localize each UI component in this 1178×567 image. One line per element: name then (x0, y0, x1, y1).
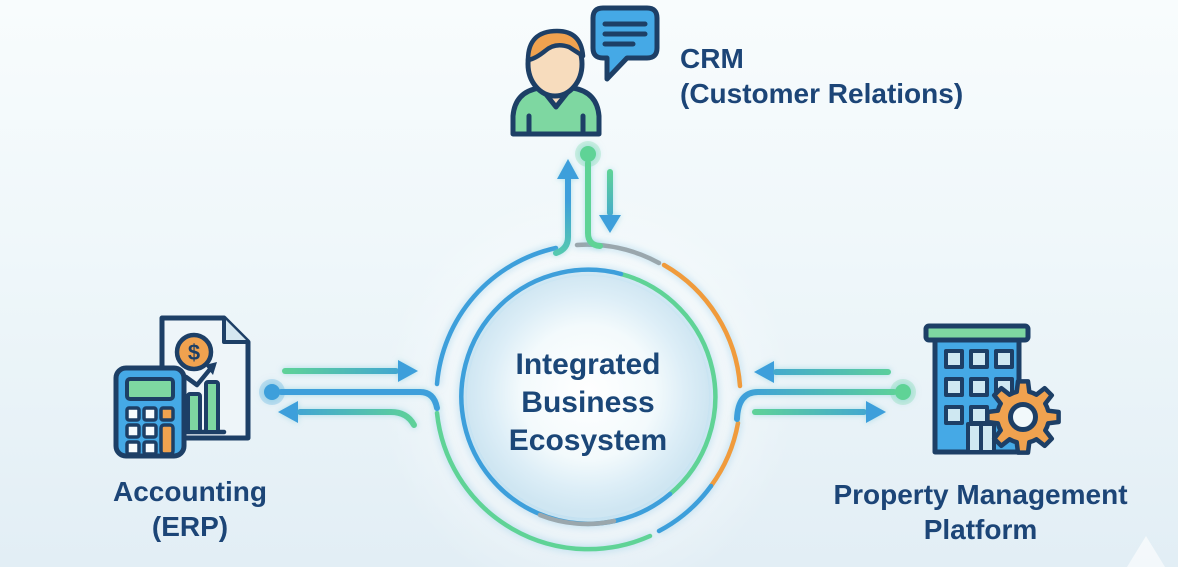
ring-segment-green (618, 271, 718, 497)
arrow-left-head (754, 361, 774, 383)
building-gear-icon (923, 323, 1061, 455)
shirt-creases (526, 113, 586, 134)
ring-segment-blue (656, 483, 714, 534)
arrow-down-head (599, 215, 621, 233)
ring-segment-gray (537, 512, 617, 527)
bar-chart-bars (168, 380, 220, 434)
arrow-right-head (398, 360, 418, 382)
ring-segment-blue (434, 245, 559, 387)
connector-dot (264, 384, 280, 400)
arrow-right-head (866, 401, 886, 423)
connector-dot (895, 384, 911, 400)
crm-label: CRM (Customer Relations) (680, 41, 1010, 111)
dot-stem-line (734, 389, 897, 422)
calculator-report-icon: $ (113, 315, 251, 459)
crm-link (553, 141, 621, 256)
circle-inner-fill (467, 276, 709, 518)
ring-segment-orange (708, 420, 741, 489)
property-link (734, 361, 916, 423)
arrow-up-line (553, 174, 571, 256)
dot-stem-line (278, 389, 440, 411)
speech-bubble-lines (602, 21, 648, 47)
arrow-left-head (278, 401, 298, 423)
connectors (259, 141, 916, 428)
arrow-up-head (557, 159, 579, 179)
accounting-link (259, 360, 440, 428)
gear-hole (1008, 402, 1038, 432)
ring-segment-orange (661, 262, 743, 389)
accounting-title: Accounting (113, 476, 267, 507)
property-subtitle: Platform (923, 514, 1038, 545)
accounting-label: Accounting (ERP) (55, 474, 325, 544)
property-label: Property Management Platform (793, 477, 1168, 547)
ecosystem-circle (434, 242, 743, 552)
ring-segment-gray (574, 242, 662, 266)
calculator-buttons (125, 406, 175, 456)
dollar-badge (174, 332, 214, 372)
person-chat-icon (510, 5, 660, 137)
person-hair (525, 28, 586, 63)
document-fold (222, 316, 250, 344)
dot-stem-line (585, 160, 603, 249)
property-title: Property Management (833, 479, 1128, 510)
watermark-triangle (1127, 536, 1165, 567)
gear-icon (985, 379, 1061, 455)
accounting-subtitle: (ERP) (151, 511, 229, 542)
arrow-left-line (297, 409, 417, 428)
dollar-sign: $ (188, 340, 200, 365)
crm-title: CRM (680, 43, 744, 74)
crm-subtitle: (Customer Relations) (680, 78, 964, 109)
connector-dot (580, 146, 596, 162)
ring-segment-green (434, 410, 653, 552)
calculator-screen (125, 377, 175, 401)
trend-arrow-head (205, 362, 217, 375)
center-label: Integrated Business Ecosystem (508, 348, 668, 457)
